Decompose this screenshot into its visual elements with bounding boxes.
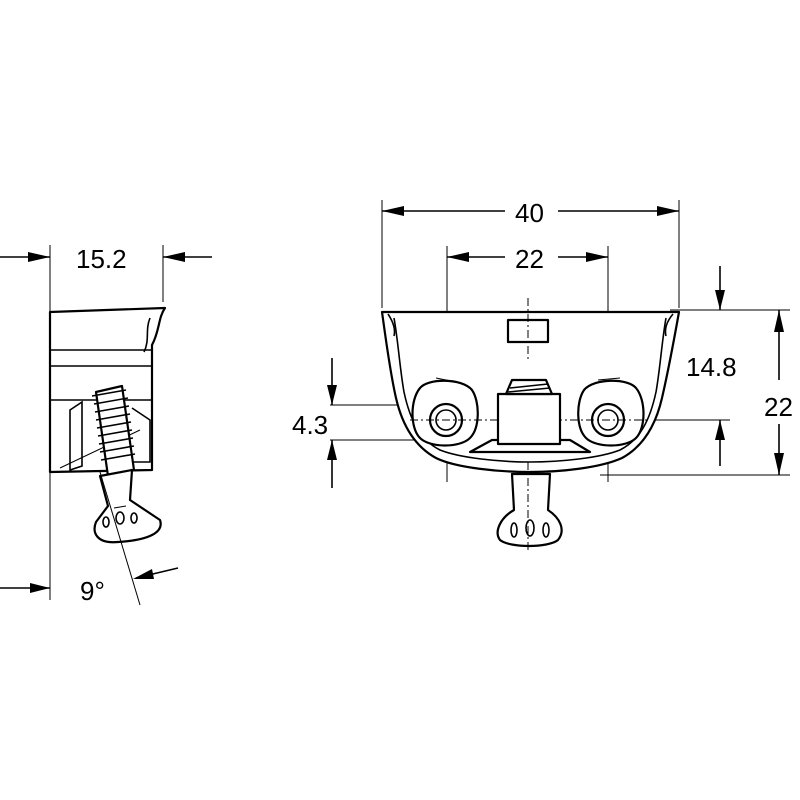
front-foot	[496, 462, 563, 552]
right-mounting-hole	[577, 377, 645, 447]
height-label: 22	[764, 392, 793, 422]
side-foot	[93, 468, 162, 544]
front-view: 40 22 14.8 22	[292, 198, 793, 552]
height-dimension: 22	[764, 310, 793, 475]
offset-label: 4.3	[292, 410, 328, 440]
hole-spacing-dimension: 22	[447, 244, 608, 274]
overall-width-dimension: 40	[382, 198, 679, 228]
center-boss	[468, 378, 592, 454]
left-mounting-hole	[411, 377, 479, 447]
depth-label: 14.8	[686, 352, 737, 382]
side-angle-dimension: 9°	[0, 471, 179, 606]
overall-width-label: 40	[515, 198, 544, 228]
hole-spacing-label: 22	[515, 244, 544, 274]
side-width-label: 15.2	[76, 244, 127, 274]
depth-dimension: 14.8	[686, 266, 737, 466]
side-view: 15.2	[0, 244, 212, 606]
side-width-dimension: 15.2	[0, 244, 212, 274]
side-angle-label: 9°	[80, 576, 105, 606]
offset-dimension: 4.3	[292, 358, 337, 488]
side-screw	[91, 384, 136, 478]
